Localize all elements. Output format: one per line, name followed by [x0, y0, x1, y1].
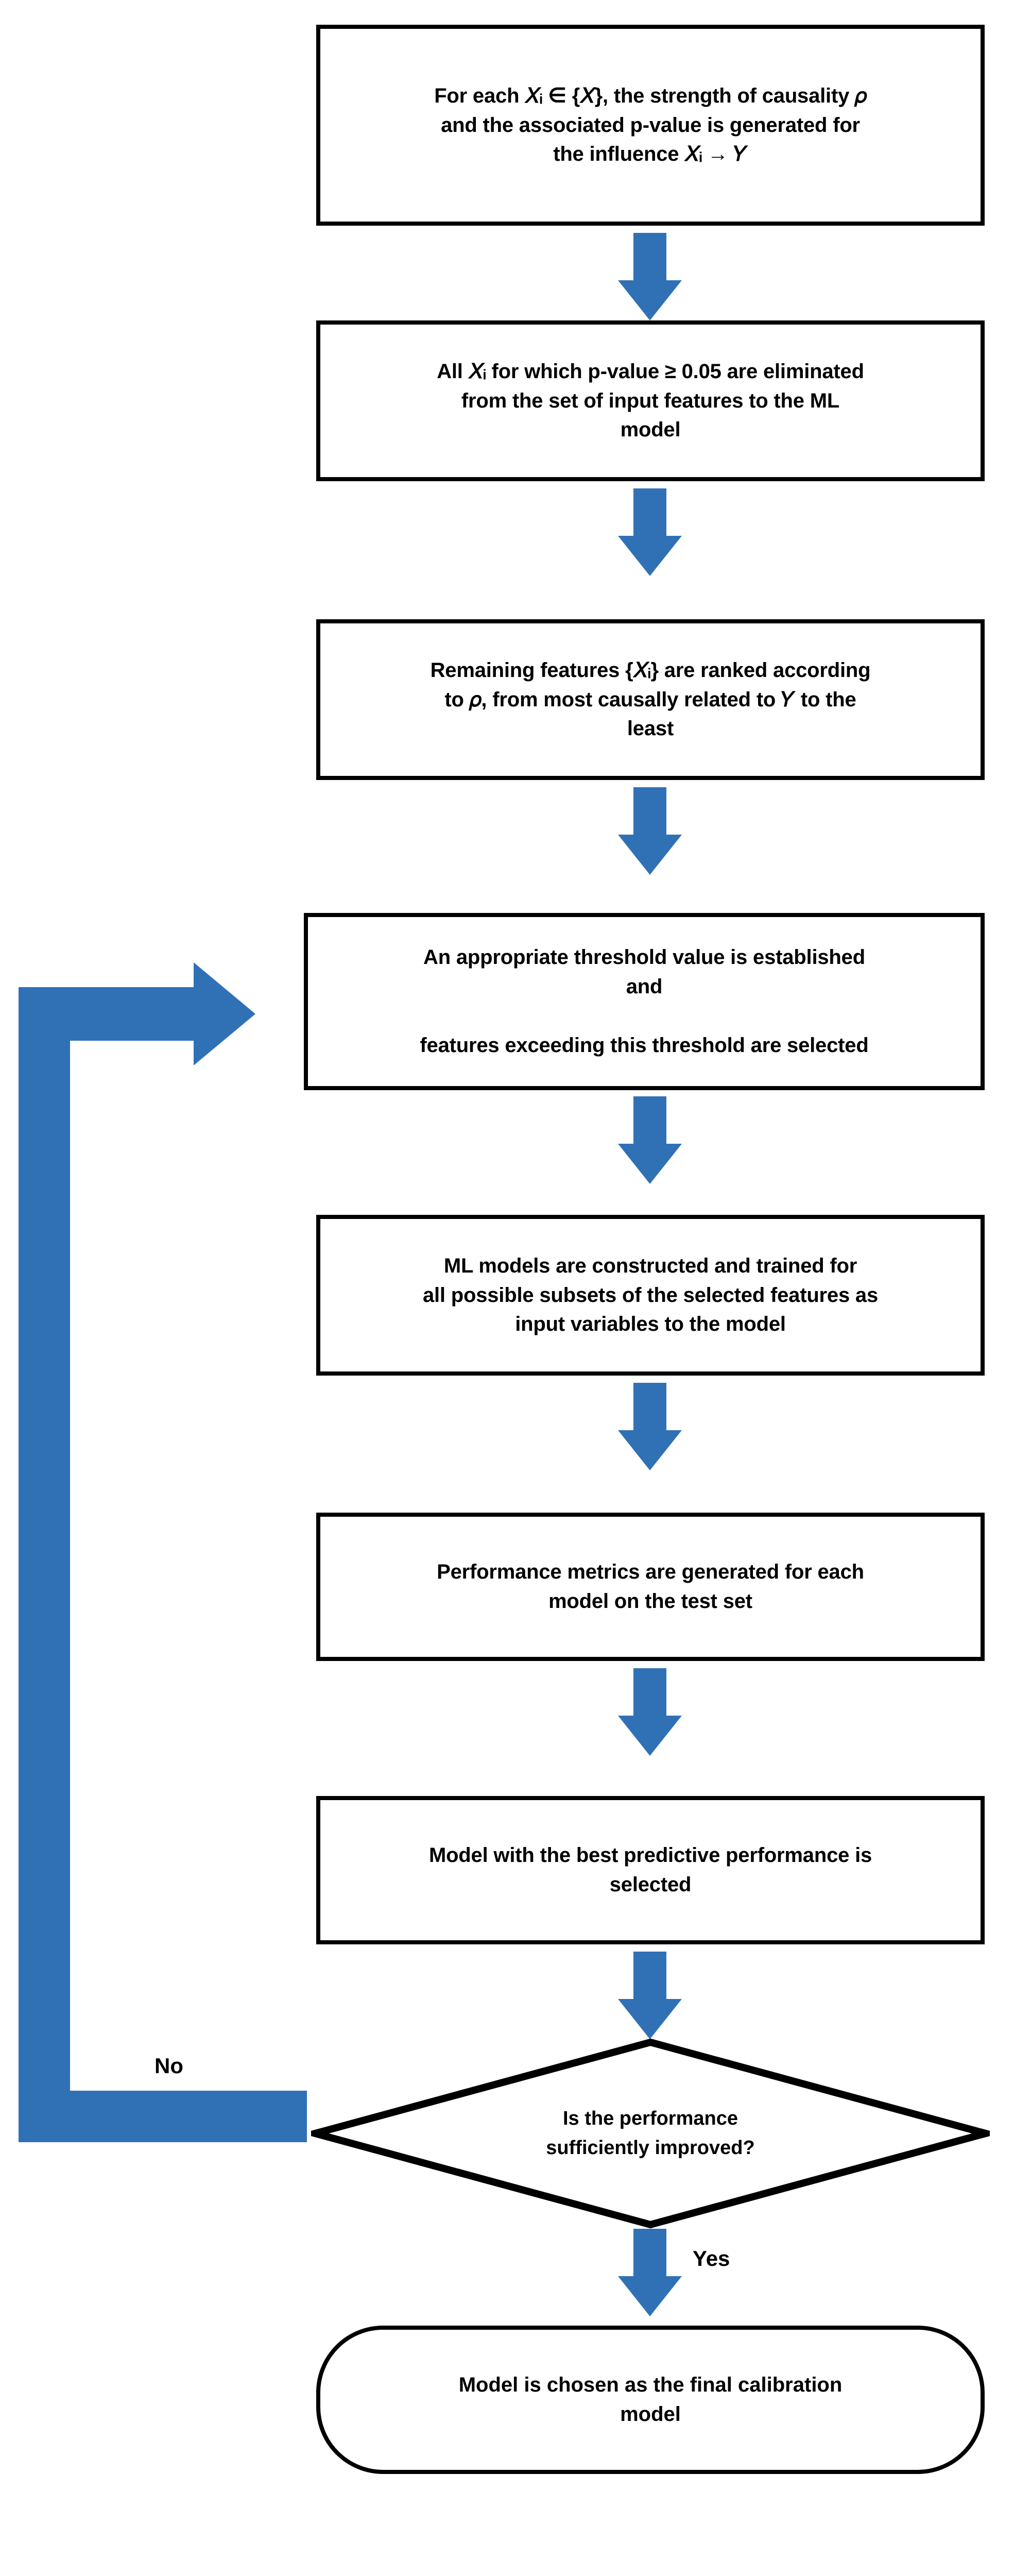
arrow-down-6 — [618, 1668, 682, 1756]
arrow-down-7 — [618, 1952, 682, 2039]
feedback-loop-arrow — [19, 962, 317, 2142]
flow-node-causality-label: For each 𝑋ᵢ ∈ {𝑋}, the strength of causa… — [434, 84, 867, 166]
edge-label-no: No — [154, 2054, 183, 2078]
arrow-down-2 — [618, 488, 682, 576]
flow-node-eliminate-label: All 𝑋ᵢ for which p-value ≥ 0.05 are elim… — [437, 360, 864, 442]
flow-node-rank-label: Remaining features {𝑋ᵢ} are ranked accor… — [430, 658, 871, 740]
flow-node-eliminate[interactable]: All 𝑋ᵢ for which p-value ≥ 0.05 are elim… — [316, 320, 985, 481]
flow-node-train[interactable]: ML models are constructed and trained fo… — [316, 1215, 985, 1376]
flow-node-decision[interactable]: Is the performance sufficiently improved… — [311, 2038, 990, 2229]
flow-node-rank[interactable]: Remaining features {𝑋ᵢ} are ranked accor… — [316, 619, 985, 780]
diamond-shape — [311, 2038, 990, 2229]
arrow-down-3 — [618, 787, 682, 875]
edge-label-yes: Yes — [693, 2246, 730, 2270]
flow-node-metrics-label: Performance metrics are generated for ea… — [437, 1561, 864, 1613]
flow-node-best-model[interactable]: Model with the best predictive performan… — [316, 1796, 985, 1944]
flow-node-best-model-label: Model with the best predictive performan… — [428, 1844, 872, 1896]
flow-node-terminator[interactable]: Model is chosen as the final calibration… — [316, 2326, 985, 2474]
arrow-down-1 — [618, 233, 682, 320]
flow-node-terminator-label: Model is chosen as the final calibration… — [458, 2374, 843, 2426]
flow-node-metrics[interactable]: Performance metrics are generated for ea… — [316, 1513, 985, 1661]
flow-node-train-label: ML models are constructed and trained fo… — [422, 1254, 879, 1336]
arrow-down-8 — [618, 2229, 682, 2316]
arrow-down-4 — [618, 1096, 682, 1184]
flow-node-causality[interactable]: For each 𝑋ᵢ ∈ {𝑋}, the strength of causa… — [316, 25, 985, 226]
arrow-down-5 — [618, 1383, 682, 1470]
flow-node-decision-label: Is the performance sufficiently improved… — [546, 2108, 755, 2159]
flow-node-threshold[interactable]: An appropriate threshold value is establ… — [304, 913, 985, 1090]
flow-node-threshold-label: An appropriate threshold value is establ… — [420, 946, 869, 1057]
